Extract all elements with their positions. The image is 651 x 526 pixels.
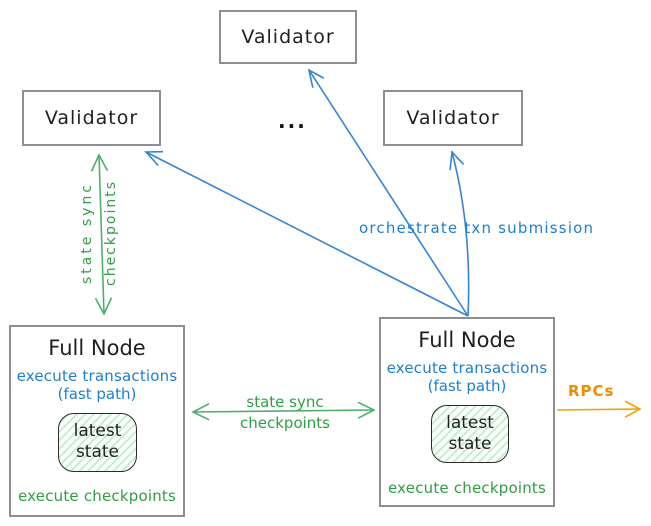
latest-state-line1: latest xyxy=(446,413,494,433)
full-node-right-execute-transactions: execute transactions xyxy=(386,359,548,377)
full-node-left-title: Full Node xyxy=(48,336,146,360)
validator-top-box: Validator xyxy=(219,10,357,64)
state-sync-horizontal-label-line2: checkpoints xyxy=(240,414,330,432)
full-node-left-box: Full Node execute transactions (fast pat… xyxy=(9,325,185,517)
state-sync-vertical-arrow xyxy=(90,153,113,316)
orchestrate-arrow-to-left-validator xyxy=(144,150,469,317)
full-node-right-fast-path: (fast path) xyxy=(427,377,507,395)
full-node-left-execute-checkpoints: execute checkpoints xyxy=(17,487,177,505)
state-sync-vertical-label-line1: state sync xyxy=(79,181,95,285)
full-node-left-fast-path: (fast path) xyxy=(57,385,137,403)
full-node-right-latest-state-box: latest state xyxy=(431,405,509,463)
state-sync-vertical-label-line2: checkpoints xyxy=(103,180,119,286)
latest-state-line1: latest xyxy=(73,421,122,441)
validator-left-box: Validator xyxy=(22,90,161,146)
state-sync-horizontal-label-line1: state sync xyxy=(246,393,324,411)
full-node-left-latest-state-box: latest state xyxy=(58,413,137,472)
rpcs-arrow xyxy=(556,400,642,418)
latest-state-line2: state xyxy=(448,434,492,454)
validator-right-label: Validator xyxy=(406,107,500,129)
validator-right-box: Validator xyxy=(383,90,523,146)
full-node-right-box: Full Node execute transactions (fast pat… xyxy=(379,317,555,507)
validator-left-label: Validator xyxy=(44,107,139,129)
validator-top-label: Validator xyxy=(241,26,335,48)
state-sync-horizontal-arrow xyxy=(191,401,376,421)
full-node-right-execute-checkpoints: execute checkpoints xyxy=(387,479,547,497)
orchestrate-arrow-to-right-validator xyxy=(449,150,470,317)
validators-ellipsis: ... xyxy=(278,109,307,133)
full-node-left-execute-transactions: execute transactions xyxy=(16,367,178,385)
rpcs-label: RPCs xyxy=(568,382,615,400)
orchestrate-txn-submission-label: orchestrate txn submission xyxy=(359,219,595,237)
orchestrate-arrow-to-top-validator xyxy=(307,68,469,317)
latest-state-line2: state xyxy=(75,442,120,462)
full-node-right-title: Full Node xyxy=(418,328,516,352)
